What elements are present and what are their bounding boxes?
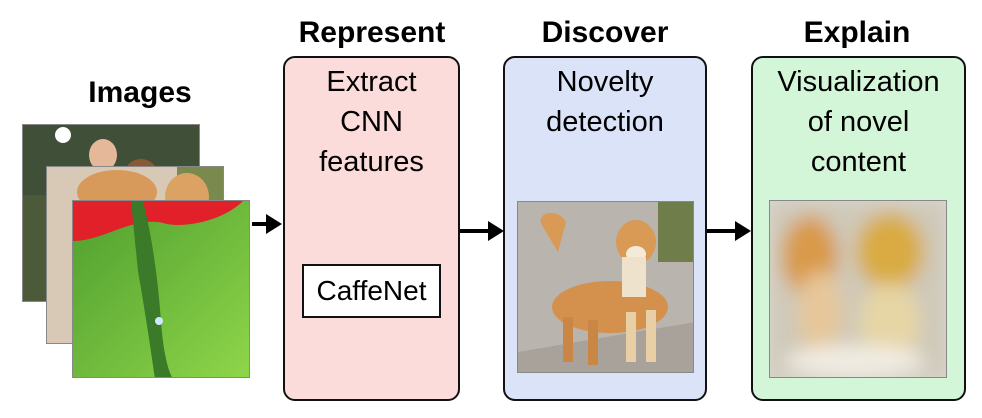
explain-heading: Explain: [803, 16, 911, 49]
represent-line: CNN: [340, 106, 403, 138]
arrow-to-represent: [252, 214, 282, 234]
explain-line: of novel: [807, 106, 910, 138]
explain-line: content: [810, 146, 907, 178]
explain-panel: Visualization of novel content: [751, 56, 966, 401]
arrow-to-explain: [707, 221, 751, 241]
represent-line: features: [319, 146, 424, 178]
represent-heading: Represent: [298, 16, 446, 49]
caffenet-label: CaffeNet: [316, 275, 427, 306]
images-heading: Images: [88, 76, 192, 109]
represent-line: Extract: [326, 66, 417, 98]
arrow-to-discover: [460, 221, 504, 241]
represent-panel: Extract CNN features CaffeNet: [283, 56, 460, 401]
caffenet-box: CaffeNet: [302, 264, 441, 318]
discover-line: detection: [546, 106, 664, 138]
novel-content-visualization: [769, 200, 947, 378]
novel-dog-photo: [517, 201, 694, 373]
lizard-photo: [72, 200, 250, 378]
discover-description: Novelty detection: [505, 62, 705, 142]
discover-line: Novelty: [556, 66, 654, 98]
explain-line: Visualization: [777, 66, 940, 98]
explain-description: Visualization of novel content: [753, 62, 964, 182]
represent-description: Extract CNN features: [285, 62, 458, 182]
discover-panel: Novelty detection: [503, 56, 707, 401]
discover-heading: Discover: [541, 16, 669, 49]
